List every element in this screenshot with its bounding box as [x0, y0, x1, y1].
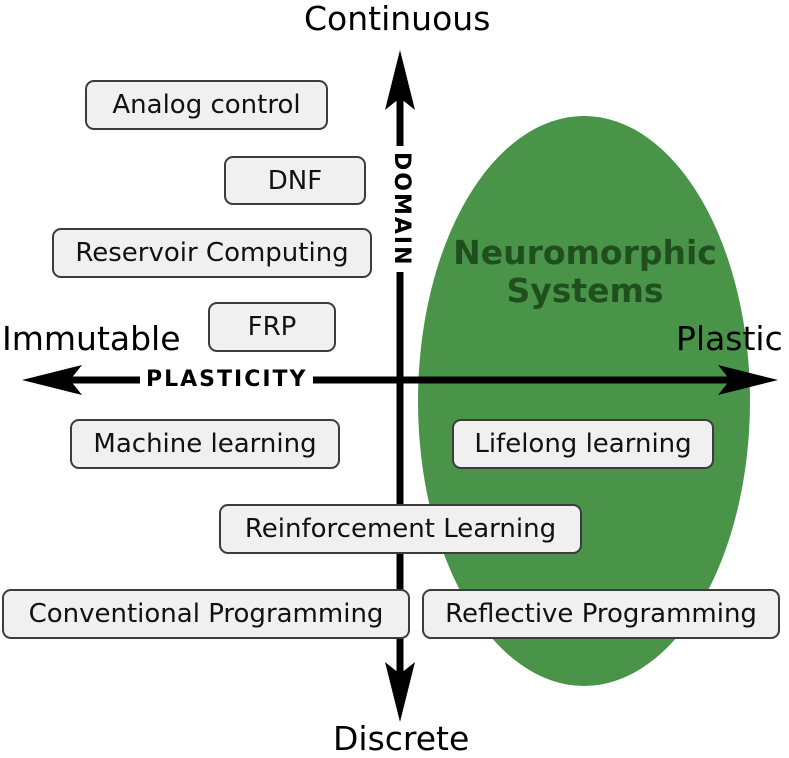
box-dnf: DNF — [224, 156, 366, 205]
box-machine-learning: Machine learning — [70, 419, 340, 469]
axis-label-continuous: Continuous — [304, 0, 491, 38]
horizontal-axis-right-arrowhead — [718, 365, 778, 395]
horizontal-axis-left-arrowhead — [22, 365, 82, 395]
region-label-line-1: Neuromorphic — [453, 233, 717, 272]
vertical-axis-title: DOMAIN — [388, 146, 414, 273]
axis-label-plastic: Plastic — [676, 319, 783, 358]
box-reinforcement-learning: Reinforcement Learning — [219, 504, 582, 554]
vertical-axis-top-arrowhead — [385, 50, 415, 110]
neuromorphic-region-label: Neuromorphic Systems — [440, 234, 730, 310]
axis-label-immutable: Immutable — [2, 319, 181, 358]
vertical-axis-bottom-arrowhead — [385, 662, 415, 722]
box-frp: FRP — [208, 302, 336, 352]
box-lifelong-learning: Lifelong learning — [452, 419, 714, 469]
box-reflective-programming: Reflective Programming — [422, 589, 780, 639]
region-label-line-2: Systems — [506, 270, 664, 310]
box-reservoir-computing: Reservoir Computing — [52, 228, 372, 278]
axis-label-discrete: Discrete — [333, 719, 470, 758]
box-conventional-programming: Conventional Programming — [2, 589, 410, 639]
horizontal-axis-title: PLASTICITY — [140, 367, 314, 393]
box-analog-control: Analog control — [85, 80, 328, 130]
